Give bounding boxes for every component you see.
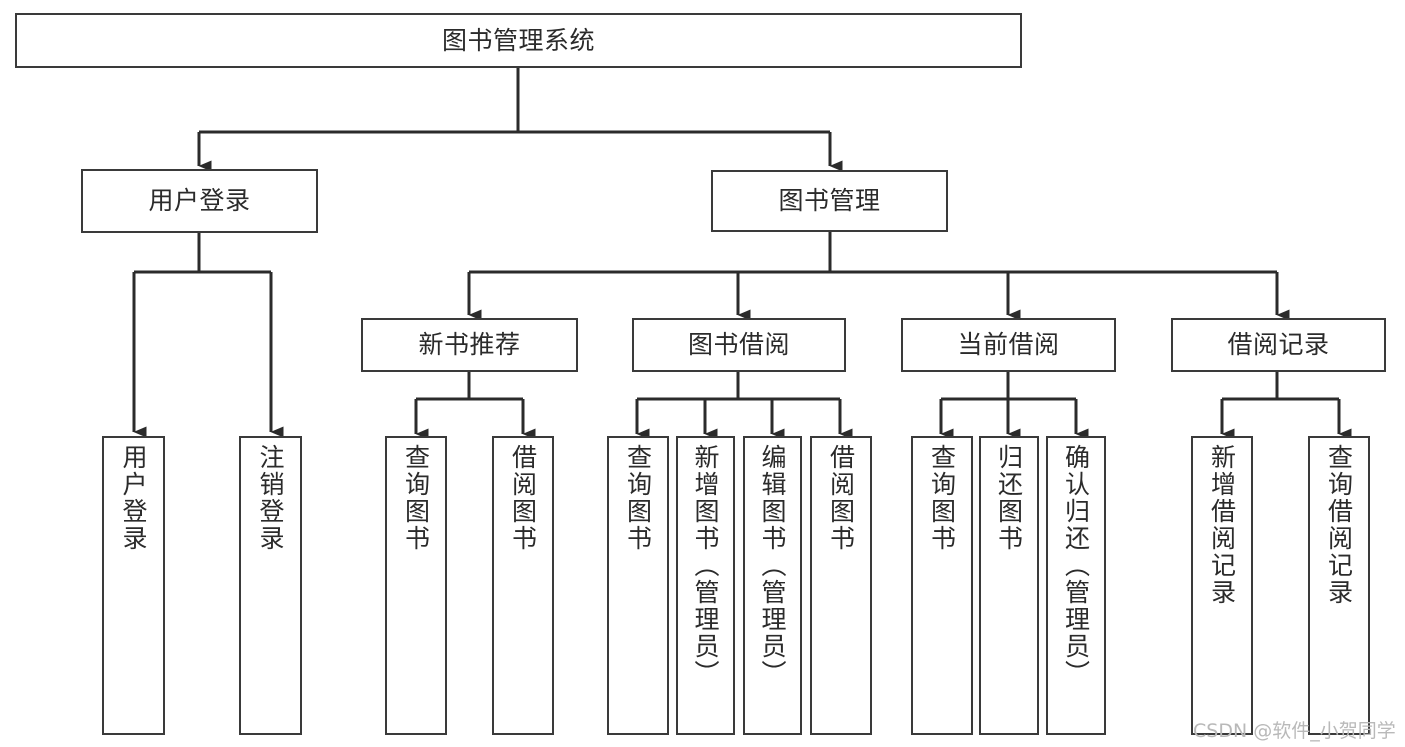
node-label: 查询借阅记录 [1324, 444, 1354, 606]
node-leaf-confirm-return-admin[interactable]: 确认归还（管理员） [1046, 436, 1106, 735]
node-label: 编辑图书（管理员） [758, 444, 787, 687]
node-current-borrow[interactable]: 当前借阅 [901, 318, 1116, 372]
node-leaf-query-borrow-record[interactable]: 查询借阅记录 [1308, 436, 1370, 735]
node-label: 借阅图书 [826, 444, 856, 552]
node-leaf-return-book[interactable]: 归还图书 [979, 436, 1039, 735]
node-leaf-borrow-book-recommend[interactable]: 借阅图书 [492, 436, 554, 735]
node-leaf-query-book-borrow[interactable]: 查询图书 [607, 436, 669, 735]
node-label: 新增图书（管理员） [691, 444, 720, 687]
node-new-book-recommend[interactable]: 新书推荐 [361, 318, 578, 372]
node-leaf-user-login[interactable]: 用户登录 [102, 436, 165, 735]
node-label: 注销登录 [256, 444, 285, 552]
node-label: 借阅记录 [1227, 330, 1330, 360]
node-label: 查询图书 [927, 444, 957, 552]
node-book-borrow[interactable]: 图书借阅 [632, 318, 846, 372]
node-label: 图书管理系统 [441, 25, 595, 55]
node-book-management[interactable]: 图书管理 [711, 170, 948, 232]
node-leaf-query-book-recommend[interactable]: 查询图书 [385, 436, 447, 735]
node-leaf-borrow-book[interactable]: 借阅图书 [810, 436, 872, 735]
node-leaf-add-book-admin[interactable]: 新增图书（管理员） [676, 436, 735, 735]
node-leaf-add-borrow-record[interactable]: 新增借阅记录 [1191, 436, 1253, 735]
node-label: 归还图书 [994, 444, 1024, 552]
node-label: 当前借阅 [957, 330, 1060, 360]
node-user-login[interactable]: 用户登录 [81, 169, 318, 233]
node-borrow-record[interactable]: 借阅记录 [1171, 318, 1386, 372]
node-label: 查询图书 [623, 444, 653, 552]
node-leaf-edit-book-admin[interactable]: 编辑图书（管理员） [743, 436, 802, 735]
node-label: 图书管理 [778, 186, 881, 216]
node-leaf-query-book-current[interactable]: 查询图书 [911, 436, 973, 735]
node-label: 查询图书 [401, 444, 431, 552]
node-label: 新书推荐 [418, 330, 521, 360]
csdn-watermark: CSDN @软件_小贺同学 [1193, 720, 1396, 742]
node-label: 新增借阅记录 [1207, 444, 1237, 606]
node-label: 确认归还（管理员） [1061, 444, 1091, 687]
node-leaf-logout-login[interactable]: 注销登录 [239, 436, 302, 735]
node-label: 用户登录 [119, 444, 148, 552]
node-label: 图书借阅 [687, 330, 790, 360]
node-root-book-management-system[interactable]: 图书管理系统 [15, 13, 1022, 68]
node-label: 借阅图书 [508, 444, 538, 552]
node-label: 用户登录 [148, 186, 251, 216]
